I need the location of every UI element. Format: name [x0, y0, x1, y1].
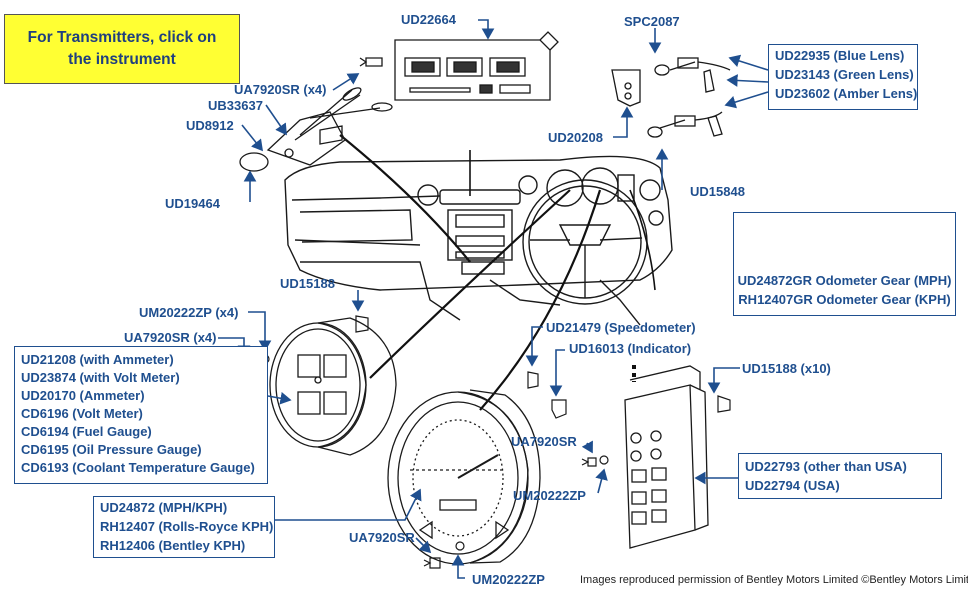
- connector-lines: [339, 134, 656, 411]
- label-ua7920sr-bottom[interactable]: UA7920SR: [349, 530, 415, 545]
- lens-part-box: UD22935 (Blue Lens) UD23143 (Green Lens)…: [768, 44, 918, 110]
- gauge-part-2[interactable]: UD20170 (Ammeter): [21, 388, 145, 403]
- label-ua7920sr-x4-mid[interactable]: UA7920SR (x4): [124, 330, 217, 345]
- image-credit: Images reproduced permission of Bentley …: [580, 574, 968, 586]
- gauge-part-0[interactable]: UD21208 (with Ammeter): [21, 352, 174, 367]
- label-ub33637[interactable]: UB33637: [208, 98, 263, 113]
- gauge-part-1[interactable]: UD23874 (with Volt Meter): [21, 370, 180, 385]
- label-ud22664[interactable]: UD22664: [401, 12, 456, 27]
- clock-panel-unit: [394, 31, 559, 101]
- auxiliary-gauge-cluster: [269, 317, 397, 456]
- label-ud8912[interactable]: UD8912: [186, 118, 234, 133]
- speedo-part-1[interactable]: RH12407 (Rolls-Royce KPH): [100, 519, 274, 534]
- warning-light-panel: [624, 365, 709, 549]
- banner-line-1: For Transmitters, click on: [27, 29, 217, 46]
- speedometer-part-box: UD24872 (MPH/KPH) RH12407 (Rolls-Royce K…: [93, 496, 275, 558]
- gear-part-0[interactable]: UD24872GR Odometer Gear (MPH): [737, 273, 952, 288]
- label-ud15188-x10[interactable]: UD15188 (x10): [742, 361, 831, 376]
- switch-assembly: [239, 57, 393, 172]
- lens-part-2[interactable]: UD23602 (Amber Lens): [775, 86, 918, 101]
- warning-part-1[interactable]: UD22794 (USA): [745, 478, 840, 493]
- leader-arrows: [218, 19, 769, 579]
- label-um20222zp-bottom[interactable]: UM20222ZP: [472, 572, 545, 587]
- lens-part-0[interactable]: UD22935 (Blue Lens): [775, 48, 905, 63]
- label-um20222zp-mid[interactable]: UM20222ZP: [513, 488, 586, 503]
- gauge-part-5[interactable]: CD6195 (Oil Pressure Gauge): [21, 442, 202, 457]
- gauge-part-3[interactable]: CD6196 (Volt Meter): [21, 406, 143, 421]
- label-ud21479[interactable]: UD21479 (Speedometer): [546, 320, 696, 335]
- lens-part-1[interactable]: UD23143 (Green Lens): [775, 67, 914, 82]
- bulb-parts: [355, 315, 731, 419]
- gauge-part-box: UD21208 (with Ammeter) UD23874 (with Vol…: [14, 346, 268, 484]
- gauge-part-6[interactable]: CD6193 (Coolant Temperature Gauge): [21, 460, 255, 475]
- label-ud15188[interactable]: UD15188: [280, 276, 335, 291]
- gauge-part-4[interactable]: CD6194 (Fuel Gauge): [21, 424, 152, 439]
- label-um20222zp-x4[interactable]: UM20222ZP (x4): [139, 305, 239, 320]
- speedo-part-2[interactable]: RH12406 (Bentley KPH): [100, 538, 246, 553]
- label-ud20208[interactable]: UD20208: [548, 130, 603, 145]
- label-ud19464[interactable]: UD19464: [165, 196, 220, 211]
- screws-and-washers: [239, 354, 609, 569]
- label-spc2087[interactable]: SPC2087: [624, 14, 680, 29]
- label-ua7920sr-x4-top[interactable]: UA7920SR (x4): [234, 82, 327, 97]
- label-ud15848[interactable]: UD15848: [690, 184, 745, 199]
- warning-panel-part-box: UD22793 (other than USA) UD22794 (USA): [738, 453, 942, 499]
- odometer-gear-box: UD24872GR Odometer Gear (MPH) RH12407GR …: [733, 212, 956, 316]
- label-ud16013[interactable]: UD16013 (Indicator): [569, 341, 692, 356]
- gear-part-1[interactable]: RH12407GR Odometer Gear (KPH): [738, 292, 951, 307]
- dashboard-outline: [284, 155, 673, 326]
- banner-line-2: the instrument: [68, 51, 176, 68]
- transmitters-banner[interactable]: For Transmitters, click on the instrumen…: [4, 14, 240, 84]
- warning-lamp-holders: [611, 57, 731, 138]
- warning-part-0[interactable]: UD22793 (other than USA): [745, 459, 907, 474]
- label-ua7920sr-mid[interactable]: UA7920SR: [511, 434, 577, 449]
- speedo-part-0[interactable]: UD24872 (MPH/KPH): [100, 500, 228, 515]
